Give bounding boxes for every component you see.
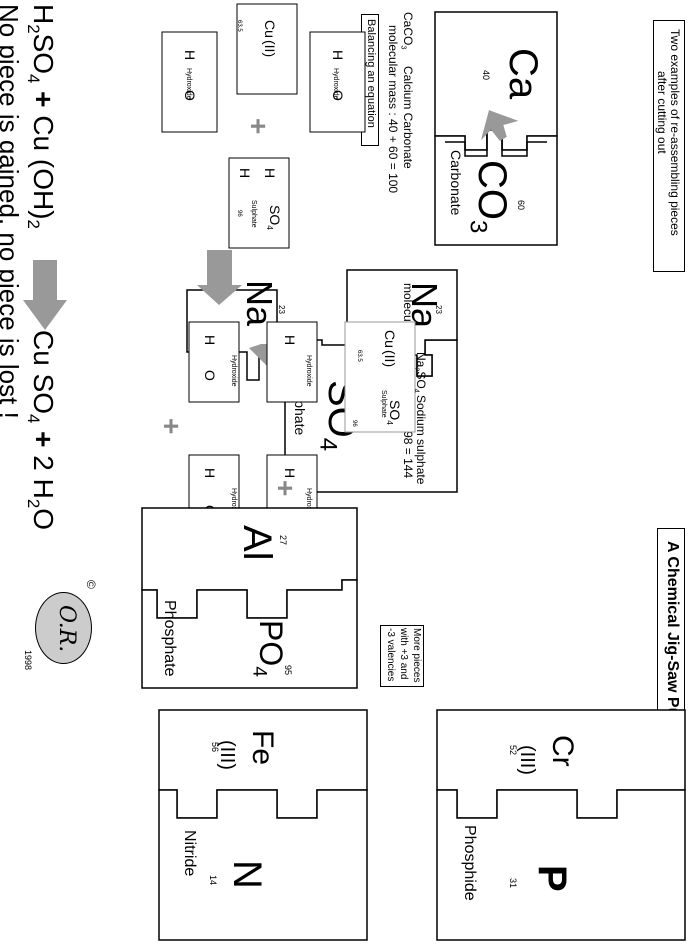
caco3-arrow	[480, 110, 519, 141]
cr-charge: (III)	[516, 745, 538, 775]
cr-mass: 52	[508, 745, 518, 756]
p-symbol: P	[530, 865, 574, 892]
down-arrow-1	[197, 250, 242, 305]
phosphide-name: Phosphide	[461, 825, 478, 901]
p-mass: 31	[508, 878, 518, 889]
cr-symbol: Cr	[546, 735, 579, 767]
